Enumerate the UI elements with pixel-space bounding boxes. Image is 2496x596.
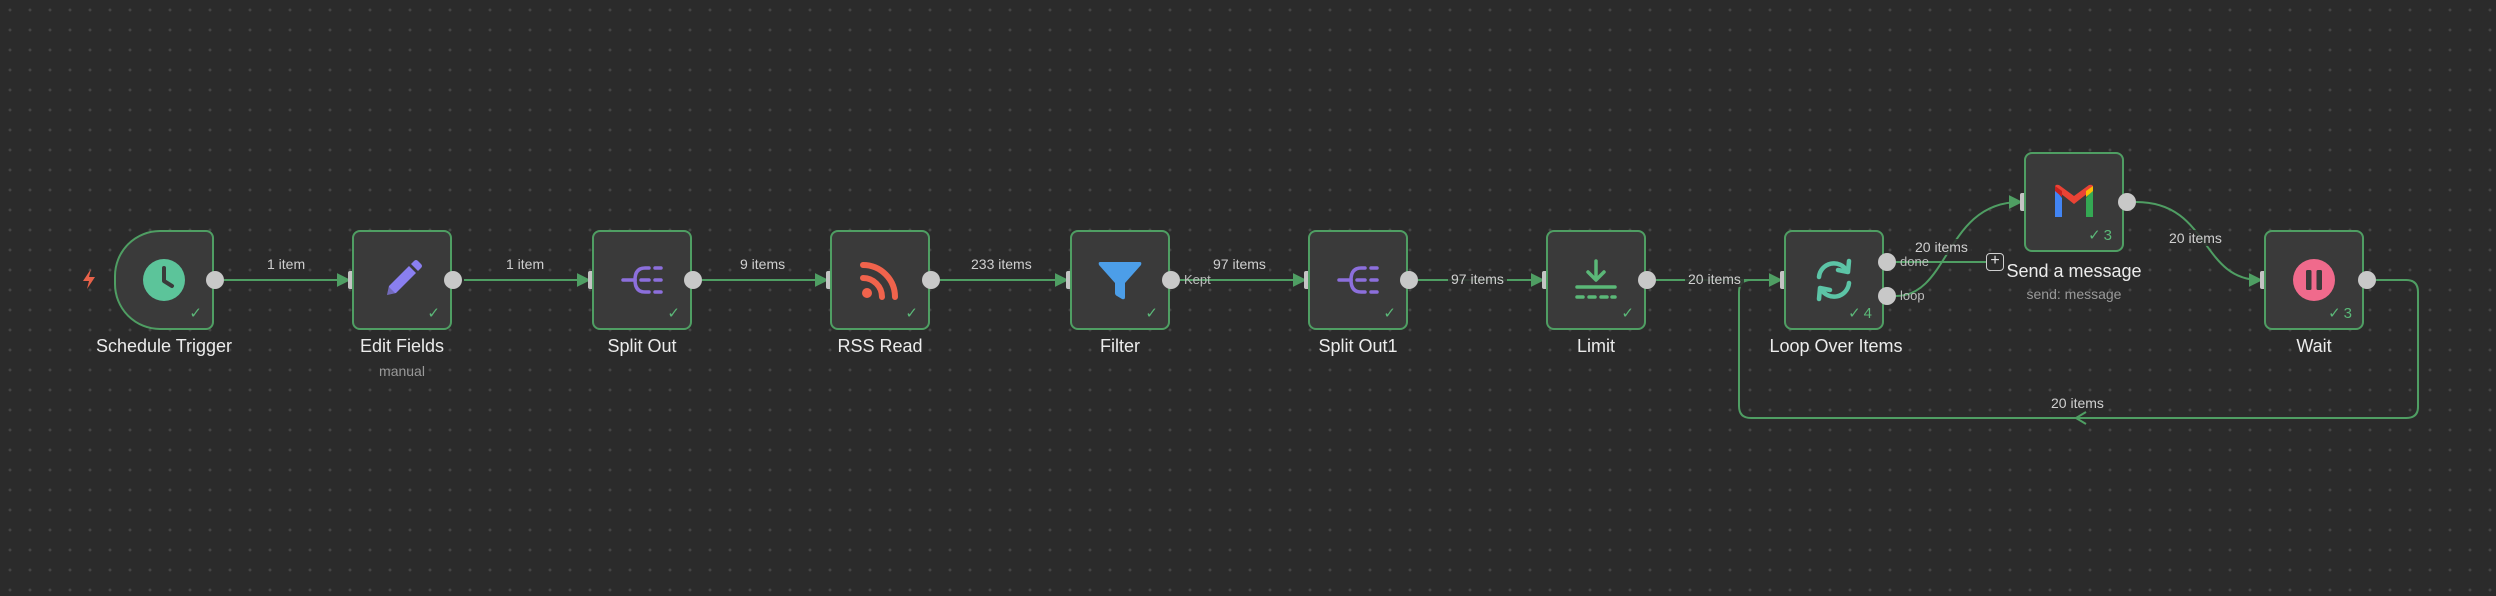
gmail-icon — [2055, 184, 2093, 217]
node-split-out1[interactable]: ✓ — [1308, 230, 1408, 330]
node-subtitle-gmail: send: message — [2026, 286, 2122, 302]
add-node-button[interactable]: + — [1986, 253, 2004, 271]
pause-icon — [2293, 259, 2335, 301]
node-loop-over-items[interactable]: ✓4 — [1784, 230, 1884, 330]
node-title-rss: RSS Read — [837, 336, 923, 356]
output-port-split1[interactable] — [1400, 271, 1418, 289]
output-port-loop-loop[interactable] — [1878, 287, 1896, 305]
edge-label: 20 items — [2048, 395, 2107, 411]
node-title-schedule: Schedule Trigger — [95, 336, 233, 356]
output-port-split[interactable] — [684, 271, 702, 289]
edge-label: 20 items — [1685, 271, 1744, 287]
node-title-loop: Loop Over Items — [1769, 336, 1903, 356]
edge-label: 9 items — [737, 256, 789, 272]
edge-label: 1 item — [503, 256, 548, 272]
split-out-icon — [1337, 266, 1379, 294]
success-check-icon: ✓ — [905, 305, 918, 322]
output-port-schedule[interactable] — [206, 271, 224, 289]
run-count: 3 — [2343, 305, 2352, 322]
node-title-wait: Wait — [2296, 336, 2332, 356]
success-check-icon: ✓3 — [2088, 227, 2112, 244]
run-count: 4 — [1863, 305, 1872, 322]
output-port-loop-done[interactable] — [1878, 253, 1896, 271]
node-schedule-trigger[interactable]: ✓ — [114, 230, 214, 330]
success-check-icon: ✓ — [189, 305, 202, 322]
output-port-limit[interactable] — [1638, 271, 1656, 289]
port-label-kept: Kept — [1184, 272, 1211, 287]
node-title-split: Split Out — [607, 336, 677, 356]
success-check-icon: ✓ — [427, 305, 440, 322]
split-out-icon — [621, 266, 663, 294]
edge-label: 20 items — [2166, 230, 2225, 246]
success-check-icon: ✓4 — [1848, 305, 1872, 322]
limit-icon — [1575, 259, 1617, 299]
success-check-icon: ✓3 — [2328, 305, 2352, 322]
success-check-icon: ✓ — [1621, 305, 1634, 322]
edge-label: 233 items — [968, 256, 1035, 272]
lightning-bolt-icon — [83, 269, 95, 289]
node-wait[interactable]: ✓3 — [2264, 230, 2364, 330]
node-send-a-message[interactable]: ✓3 — [2024, 152, 2124, 252]
output-port-gmail[interactable] — [2118, 193, 2136, 211]
output-port-rss[interactable] — [922, 271, 940, 289]
node-title-edit: Edit Fields — [359, 336, 445, 356]
node-filter[interactable]: ✓ — [1070, 230, 1170, 330]
node-split-out[interactable]: ✓ — [592, 230, 692, 330]
edge-label: 1 item — [264, 256, 309, 272]
output-port-wait[interactable] — [2358, 271, 2376, 289]
rss-icon — [860, 262, 898, 300]
output-port-edit[interactable] — [444, 271, 462, 289]
success-check-icon: ✓ — [1383, 305, 1396, 322]
clock-icon — [143, 259, 185, 301]
output-port-filter-kept[interactable] — [1162, 271, 1180, 289]
run-count: 3 — [2103, 227, 2112, 244]
port-label-done: done — [1900, 254, 1929, 269]
edge-label: 20 items — [1912, 239, 1971, 255]
node-subtitle-edit: manual — [379, 363, 425, 379]
node-title-limit: Limit — [1576, 336, 1615, 356]
node-edit-fields[interactable]: ✓ — [352, 230, 452, 330]
node-title-filter: Filter — [1100, 336, 1140, 356]
edge-label: 97 items — [1448, 271, 1507, 287]
node-limit[interactable]: ✓ — [1546, 230, 1646, 330]
port-label-loop: loop — [1900, 288, 1925, 303]
success-check-icon: ✓ — [667, 305, 680, 322]
pencil-icon — [387, 260, 422, 295]
loop-icon — [1816, 258, 1852, 302]
node-rss-read[interactable]: ✓ — [830, 230, 930, 330]
funnel-icon — [1098, 262, 1142, 300]
edge-label: 97 items — [1210, 256, 1269, 272]
node-title-gmail: Send a message — [2006, 261, 2142, 281]
node-title-split1: Split Out1 — [1318, 336, 1398, 356]
success-check-icon: ✓ — [1145, 305, 1158, 322]
